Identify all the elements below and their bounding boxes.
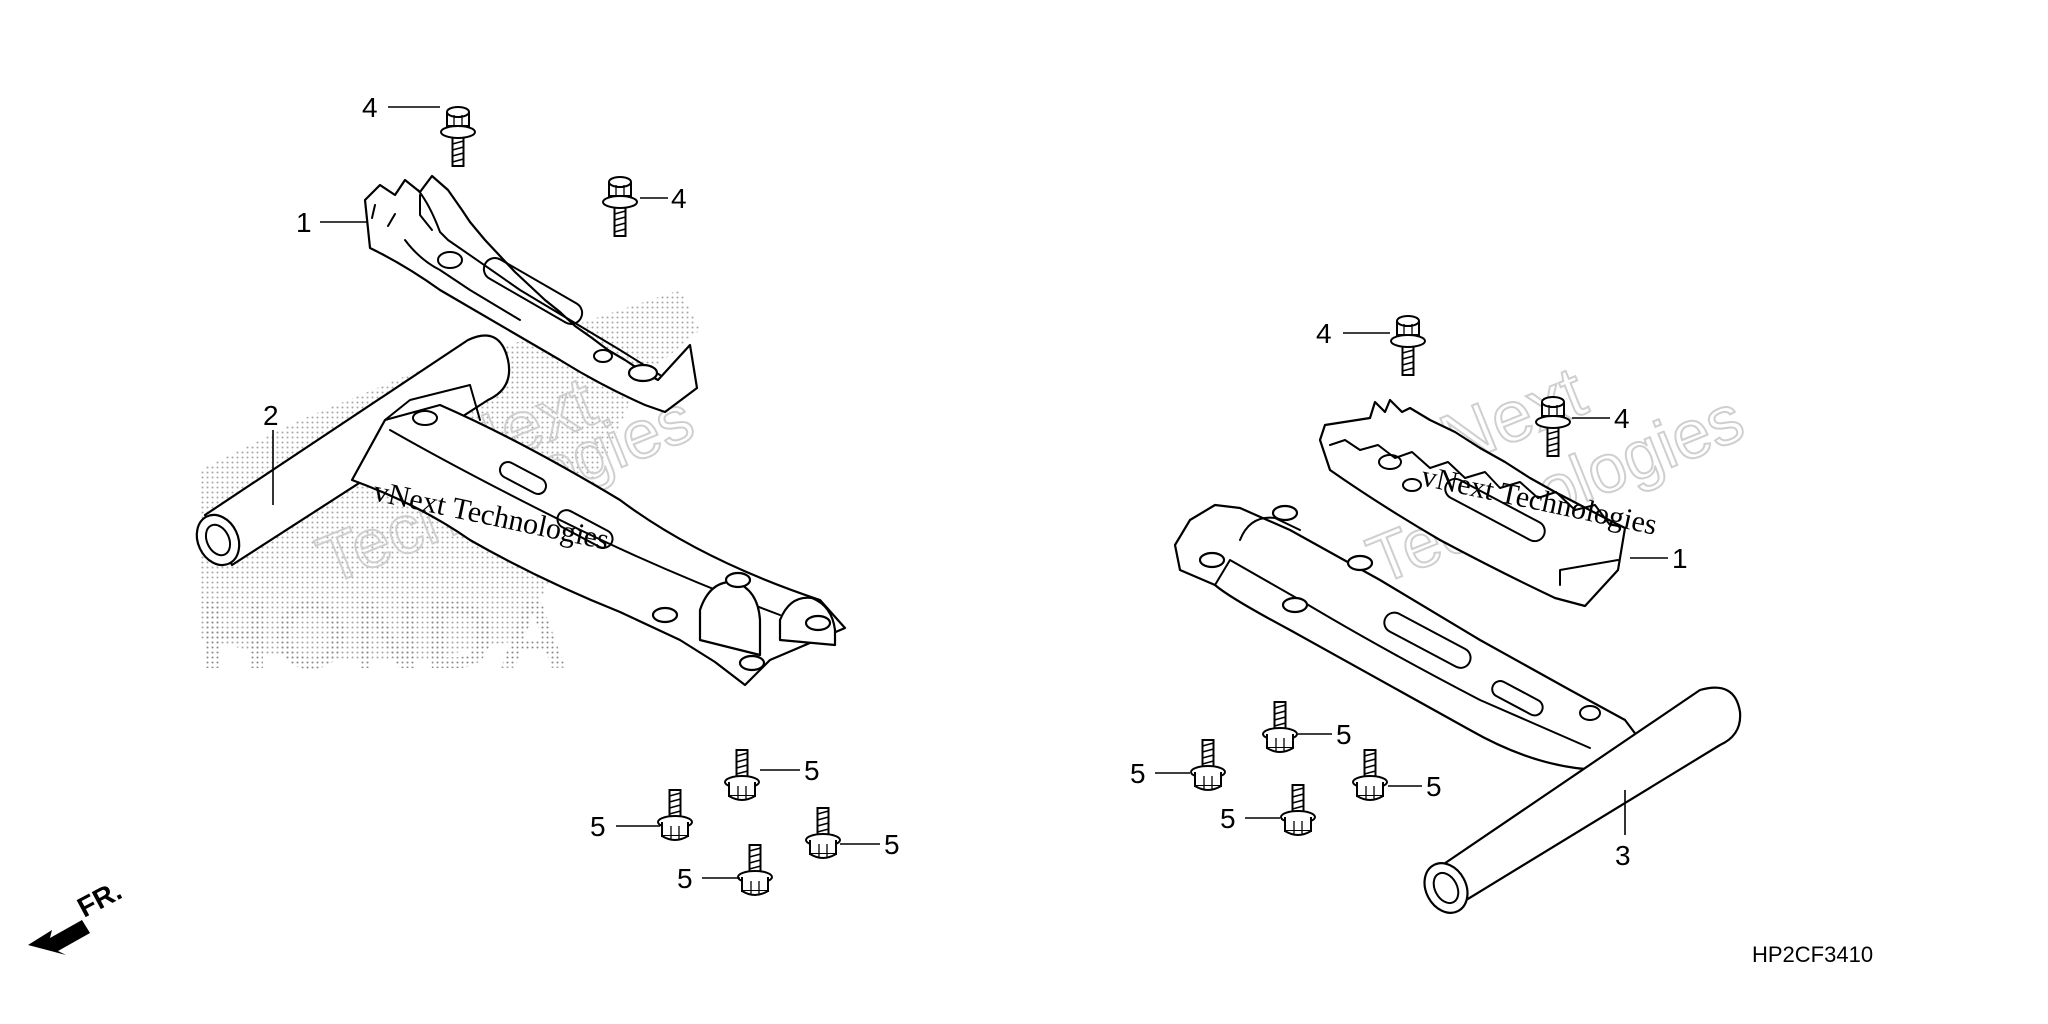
callout-5-left-c: 5: [884, 829, 900, 860]
callout-3-right: 3: [1615, 840, 1631, 871]
right-bolt-5-d: [1280, 784, 1316, 836]
left-step-bar: [195, 334, 847, 687]
right-bolt-5-b: [1190, 739, 1226, 791]
callout-1-right: 1: [1672, 543, 1688, 574]
left-footpeg: [363, 174, 699, 414]
callout-4-left-b: 4: [671, 183, 687, 214]
front-direction-label: FR.: [72, 875, 126, 924]
left-bolt-5-d: [737, 844, 773, 896]
callout-1-left: 1: [296, 207, 312, 238]
callout-5-left-a: 5: [804, 755, 820, 786]
left-assembly: 4 4 1 2 5 5 5 5: [195, 92, 900, 896]
diagram-code: HP2CF3410: [1752, 942, 1873, 967]
left-bolt-5-c: [805, 807, 841, 859]
callout-2-left: 2: [263, 400, 279, 431]
right-bolt-4-a: [1390, 315, 1426, 376]
callout-5-right-b: 5: [1130, 758, 1146, 789]
front-direction-arrow-icon: FR.: [28, 875, 127, 955]
callout-5-left-d: 5: [677, 863, 693, 894]
right-step-bar: [1173, 503, 1742, 914]
right-assembly: 4 4 1 5 5 5 5 3: [1130, 315, 1742, 914]
left-bolt-4-a: [440, 106, 476, 167]
honda-logo-watermark: HONDA: [200, 582, 572, 689]
left-bolt-5-b: [657, 789, 693, 841]
right-bolt-5-c: [1352, 749, 1388, 801]
callout-5-left-b: 5: [590, 811, 606, 842]
left-bolt-5-a: [724, 749, 760, 801]
callout-4-left-a: 4: [362, 92, 378, 123]
callout-4-right-a: 4: [1316, 318, 1332, 349]
callout-5-right-a: 5: [1336, 719, 1352, 750]
callout-4-right-b: 4: [1614, 403, 1630, 434]
callout-5-right-c: 5: [1426, 771, 1442, 802]
right-bolt-5-a: [1262, 701, 1298, 753]
right-footpeg: [1318, 398, 1627, 608]
left-bolt-4-b: [602, 176, 638, 237]
callout-5-right-d: 5: [1220, 803, 1236, 834]
